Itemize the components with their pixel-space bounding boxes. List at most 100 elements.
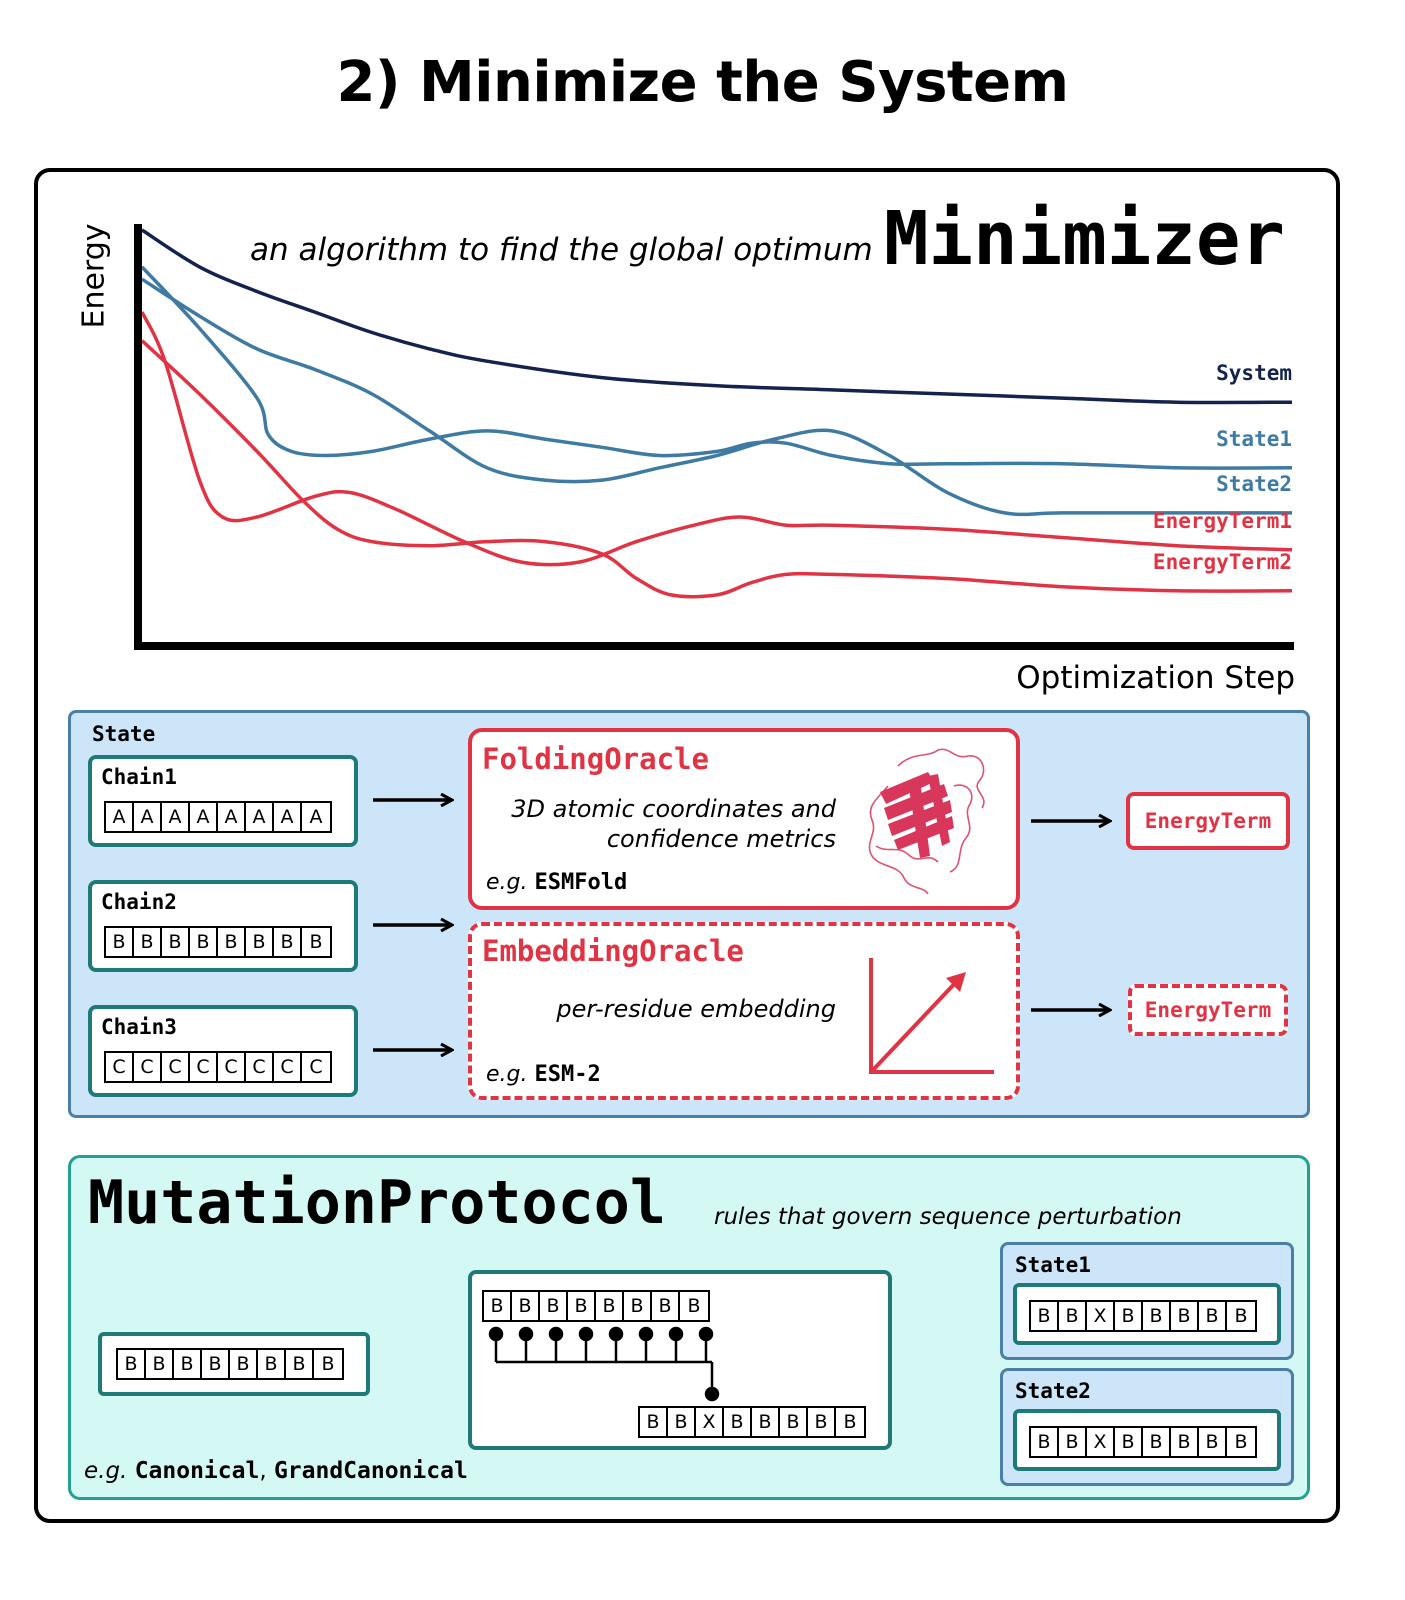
embedding-oracle-example: e.g. ESM-2 — [486, 1062, 601, 1087]
residue-cell: B — [246, 928, 274, 956]
folding-oracle-example: e.g. ESMFold — [486, 870, 628, 895]
minimizer-title: Minimizer — [884, 196, 1285, 282]
residue-cell: B — [1115, 1302, 1143, 1330]
series-line-state1 — [140, 265, 1293, 470]
folding-oracle-title: FoldingOracle — [482, 742, 709, 776]
residue-cell: C — [246, 1053, 274, 1081]
energy-term-box: EnergyTerm — [1126, 792, 1290, 850]
residue-cell: C — [309, 1056, 323, 1078]
residue-cell: C — [106, 1053, 134, 1081]
embedding-oracle-title: EmbeddingOracle — [482, 934, 744, 968]
residue-cell: A — [218, 803, 246, 831]
residue-cell: B — [106, 928, 134, 956]
residue-cell: C — [218, 1053, 246, 1081]
residue-cell: B — [596, 1292, 624, 1320]
residue-cell: B — [1234, 1305, 1248, 1327]
residue-cell: C — [190, 1053, 218, 1081]
series-line-state2 — [141, 277, 1292, 517]
residue-cell: B — [321, 1353, 335, 1375]
residue-cell: A — [309, 806, 323, 828]
residue-cell: B — [1234, 1431, 1248, 1453]
residue-cell: B — [230, 1350, 258, 1378]
residue-cell: B — [1171, 1428, 1199, 1456]
residue-cell: B — [218, 928, 246, 956]
residue-cell: B — [202, 1350, 230, 1378]
residue-cell: B — [174, 1350, 202, 1378]
protein-structure-icon — [868, 748, 985, 895]
mutation-selection-graph — [488, 1326, 720, 1402]
residue-cell: B — [286, 1350, 314, 1378]
residue-cell: B — [624, 1292, 652, 1320]
chart-x-axis-label: Optimization Step — [1016, 660, 1295, 696]
chain-name: Chain3 — [101, 1015, 177, 1039]
residue-cell: B — [1143, 1302, 1171, 1330]
residue-cell: C — [162, 1053, 190, 1081]
residue-cell: B — [568, 1292, 596, 1320]
state-panel-label: State — [92, 722, 156, 746]
residue-cell: C — [274, 1053, 302, 1081]
residue-cell: X — [696, 1408, 724, 1436]
folding-oracle-description: 3D atomic coordinates and confidence met… — [511, 795, 836, 853]
residue-cell: B — [668, 1408, 696, 1436]
residue-cell: B — [1171, 1302, 1199, 1330]
outer-frame — [34, 168, 1340, 1523]
residue-cell: A — [162, 803, 190, 831]
residue-cell: B — [512, 1292, 540, 1320]
residue-cell: B — [1059, 1302, 1087, 1330]
residue-cell: B — [1031, 1302, 1059, 1330]
residue-cell: B — [1199, 1302, 1227, 1330]
residue-cell: B — [1031, 1428, 1059, 1456]
residue-cell: B — [724, 1408, 752, 1436]
series-label-state2: State2 — [1216, 472, 1292, 496]
residue-cell: B — [146, 1350, 174, 1378]
residue-cell: B — [274, 928, 302, 956]
folding-oracle-card: FoldingOracle 3D atomic coordinates and … — [468, 728, 1020, 910]
series-label-state1: State1 — [1216, 427, 1292, 451]
residue-cell: B — [1115, 1428, 1143, 1456]
series-label-energyterm1: EnergyTerm1 — [1153, 509, 1292, 533]
series-line-energyterm1 — [140, 311, 1293, 567]
residue-cell: X — [1087, 1428, 1115, 1456]
residue-cell: B — [309, 931, 323, 953]
embedding-oracle-description: per-residue embedding — [556, 995, 836, 1023]
series-label-energyterm2: EnergyTerm2 — [1153, 550, 1292, 574]
output-state-label: State2 — [1015, 1379, 1091, 1403]
residue-cell: A — [274, 803, 302, 831]
mutation-protocol-examples: e.g. Canonical, GrandCanonical — [84, 1458, 468, 1484]
residue-cell: A — [190, 803, 218, 831]
chain-name: Chain2 — [101, 890, 177, 914]
residue-cell: B — [162, 928, 190, 956]
output-state-label: State1 — [1015, 1253, 1091, 1277]
residue-cell: B — [540, 1292, 568, 1320]
series-label-system: System — [1216, 361, 1292, 385]
residue-cell: B — [484, 1292, 512, 1320]
embedding-oracle-card: EmbeddingOracle per-residue embedding e.… — [468, 922, 1020, 1100]
residue-cell: X — [1087, 1302, 1115, 1330]
residue-cell: A — [134, 803, 162, 831]
minimizer-subtitle: an algorithm to find the global optimum — [250, 232, 873, 268]
chain-name: Chain1 — [101, 765, 177, 789]
residue-cell: B — [640, 1408, 668, 1436]
mutation-protocol-title: MutationProtocol — [88, 1168, 666, 1238]
residue-cell: B — [687, 1295, 701, 1317]
residue-cell: A — [106, 803, 134, 831]
residue-cell: B — [1199, 1428, 1227, 1456]
series-line-energyterm2 — [140, 339, 1293, 599]
residue-cell: B — [780, 1408, 808, 1436]
